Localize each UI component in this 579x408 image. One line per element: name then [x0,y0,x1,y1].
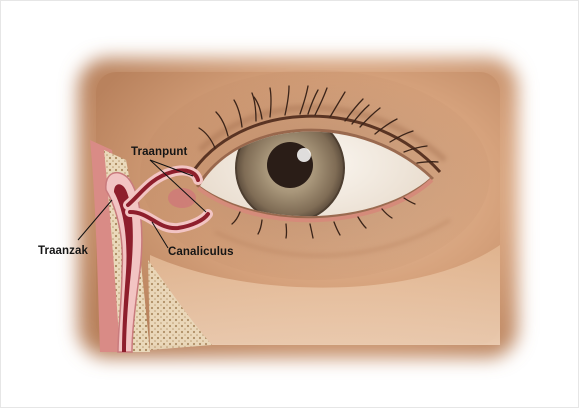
label-canaliculus: Canaliculus [168,246,234,258]
label-traanpunt: Traanpunt [131,146,188,158]
label-traanzak: Traanzak [38,245,88,257]
